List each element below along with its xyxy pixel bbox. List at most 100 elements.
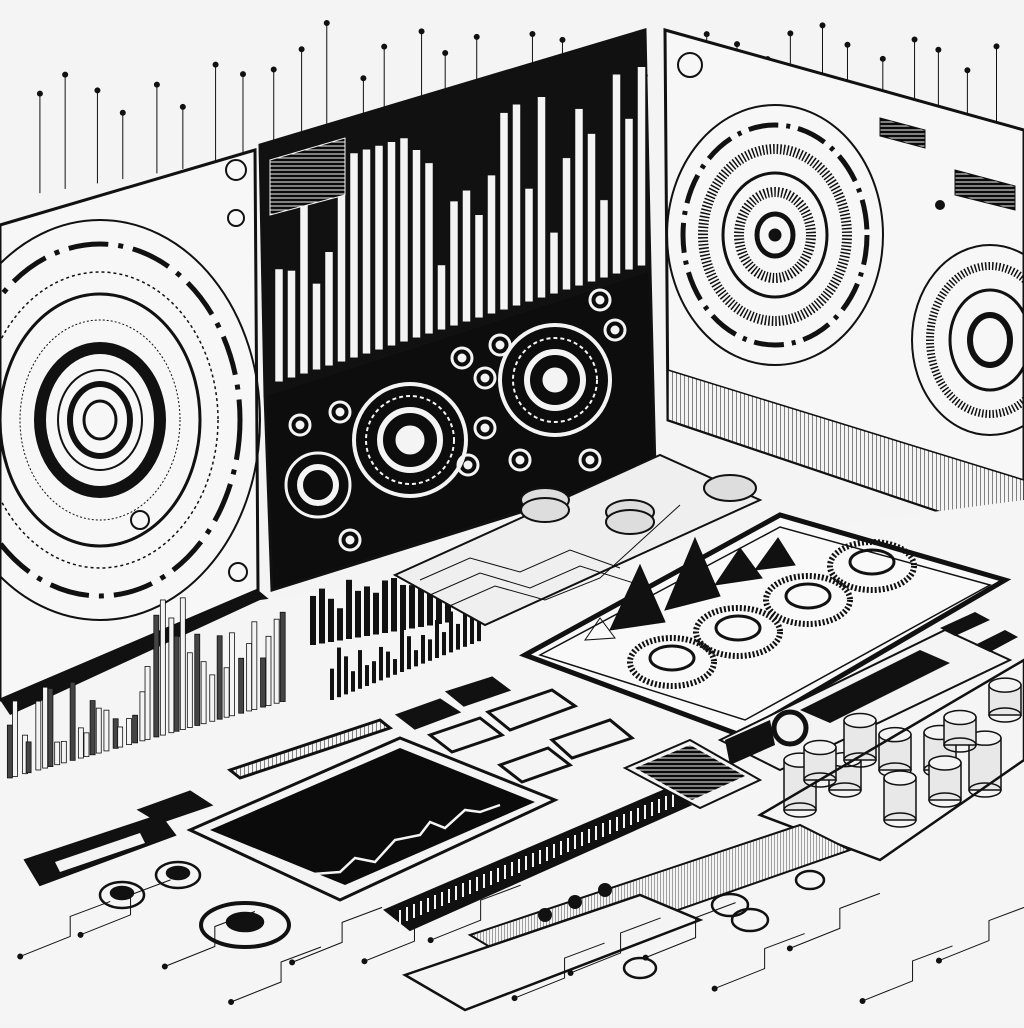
antenna-tip (879, 55, 886, 62)
cylinder-top (928, 755, 962, 771)
gear-icon (763, 573, 853, 627)
knob-center (457, 353, 467, 363)
antenna-tip (819, 22, 826, 29)
building (35, 700, 42, 771)
antenna-tip (153, 81, 160, 88)
wire (80, 879, 171, 936)
cylinder-base (943, 737, 977, 753)
circuit-icon (419, 504, 681, 609)
wire (291, 906, 383, 963)
building (246, 643, 253, 712)
antenna-tip (119, 109, 126, 116)
knob-icon (98, 880, 146, 910)
eq-bar (358, 650, 362, 689)
bar (587, 133, 596, 283)
antenna-tip (94, 87, 101, 94)
eq-bar (365, 665, 369, 686)
cylinder-top (943, 709, 977, 726)
wire (714, 933, 805, 990)
right-radar-dial-small (911, 244, 1024, 436)
wire-node (859, 997, 866, 1004)
cylinder-base (843, 752, 877, 768)
center-header-stripes (269, 137, 346, 216)
left-radar-dial (0, 219, 261, 621)
building (126, 718, 132, 745)
gear-icon (693, 605, 783, 659)
eq-bar (427, 573, 433, 626)
eq-bar (400, 584, 406, 630)
building (265, 635, 272, 706)
knob-icon (622, 956, 658, 980)
building (173, 635, 180, 732)
antenna-tip (787, 30, 794, 37)
antenna-tip (529, 30, 536, 37)
eq-bar (400, 623, 404, 672)
bar (474, 214, 484, 319)
terrain-peaks (584, 536, 796, 641)
building (54, 741, 61, 766)
knob-icon (603, 318, 627, 342)
center-equalizer-blocks (310, 570, 481, 700)
bar (387, 141, 396, 347)
center-bar-graph (274, 66, 646, 383)
center-dial-bay (284, 323, 612, 519)
knob-icon (473, 416, 497, 440)
left-panel-knobs (130, 159, 248, 582)
bar (549, 232, 559, 295)
building (25, 741, 32, 774)
building (60, 740, 67, 764)
cylinder-top (883, 770, 917, 786)
knob-icon (588, 288, 612, 312)
wire-node (361, 958, 368, 965)
dial-icon (498, 323, 612, 437)
knob-center (480, 373, 490, 383)
building (260, 657, 266, 708)
antenna-tip (703, 31, 710, 38)
antenna-tip (935, 46, 942, 53)
gear-icon (827, 539, 917, 593)
wire-node (567, 969, 574, 976)
waveform-icon (299, 803, 501, 877)
wire-node (935, 957, 942, 964)
wire-node (642, 954, 649, 961)
bar (487, 174, 496, 315)
antenna-tip (734, 41, 741, 48)
bar (399, 137, 409, 343)
wire-node (786, 945, 793, 952)
building (186, 652, 193, 728)
meter-dots (538, 883, 612, 922)
knob-icon (338, 528, 362, 552)
eq-bar (351, 671, 355, 692)
bar (274, 268, 284, 383)
cylinder-base (828, 782, 862, 798)
eq-bar (442, 632, 446, 656)
eq-bar (355, 590, 361, 638)
long-slider-ticks (399, 793, 674, 924)
knob-center (335, 407, 345, 417)
building (229, 632, 235, 717)
wire-node (228, 999, 235, 1006)
building (6, 724, 13, 779)
antenna-tip (62, 71, 69, 78)
building (153, 614, 160, 738)
building (159, 599, 166, 736)
building (83, 732, 90, 757)
building (117, 726, 124, 748)
left-dial-panel (0, 147, 270, 715)
right-terrain-tray (519, 512, 1012, 738)
knob-icon (154, 860, 202, 890)
wire-node (511, 995, 518, 1002)
building (200, 661, 207, 725)
cylinder-base (883, 812, 917, 828)
bottom-console (23, 676, 853, 1012)
building (103, 709, 110, 752)
knob-center (295, 420, 305, 430)
antenna-tip (298, 46, 305, 53)
dial-icon (352, 382, 468, 498)
bar (312, 283, 321, 371)
bar (437, 264, 446, 331)
building (95, 707, 102, 754)
button-icon (136, 676, 636, 824)
eq-bar (393, 659, 397, 675)
